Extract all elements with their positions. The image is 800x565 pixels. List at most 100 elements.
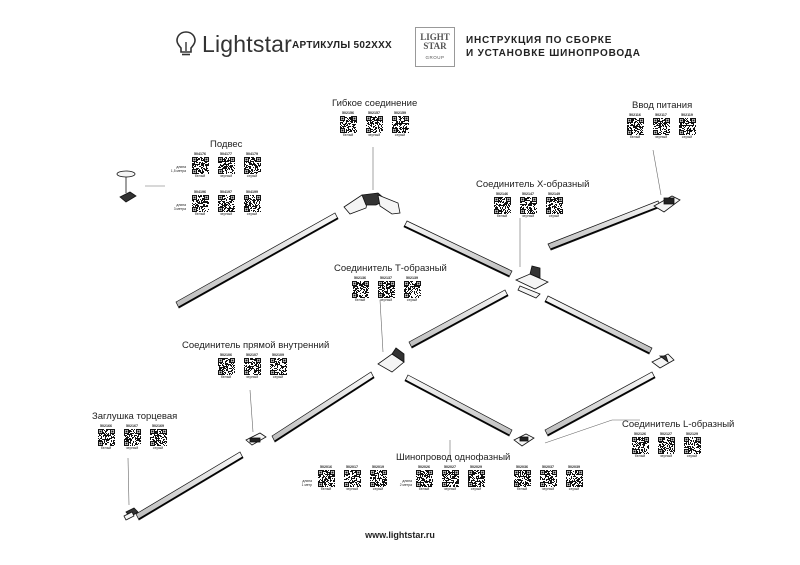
- article-code: 502139: [406, 276, 418, 280]
- color-label: серый: [246, 212, 258, 216]
- article-code: 502037: [542, 465, 554, 469]
- rail-straight-left: [271, 371, 375, 443]
- brand-name: Lightstar: [202, 30, 293, 57]
- color-label: серый: [470, 487, 482, 491]
- qr-code-icon: [217, 195, 235, 212]
- color-label: белый: [194, 212, 206, 216]
- color-label: черный: [219, 212, 233, 216]
- rail-x-upper-left: [403, 220, 513, 278]
- endcap-part: [123, 507, 139, 521]
- qr-code-icon: [217, 358, 235, 375]
- qr-code-icon: [369, 470, 387, 487]
- color-label: черный: [654, 135, 668, 139]
- qr-code-icon: [391, 116, 409, 133]
- qr-item: 502026 белый: [414, 465, 434, 492]
- qr-item: 502106 белый: [216, 353, 236, 380]
- qr-code-icon: [351, 281, 369, 298]
- group-straight: Соединитель прямой внутренний: [182, 340, 329, 351]
- group-flex-title: Гибкое соединение: [332, 98, 418, 109]
- suspension-length-note-2: длина 3 метра: [164, 203, 186, 211]
- qr-code-icon: [631, 437, 649, 454]
- article-code: 502106: [220, 353, 232, 357]
- color-label: белый: [100, 446, 112, 450]
- note-line: 2 метра: [399, 483, 412, 487]
- group-t-title: Соединитель Т-образный: [334, 263, 447, 274]
- group-l: Соединитель L-образный: [622, 419, 734, 430]
- rail-x-lower-right: [544, 295, 653, 355]
- color-label: черный: [245, 375, 259, 379]
- track-rails: [135, 200, 662, 521]
- color-label: черный: [219, 174, 233, 178]
- qr-code-icon: [441, 470, 459, 487]
- qr-code-icon: [269, 358, 287, 375]
- article-code: 502157: [368, 111, 380, 115]
- group-suspension: Подвес: [210, 139, 242, 150]
- group-track-title: Шинопровод однофазный: [396, 452, 511, 463]
- bulb-icon: [176, 31, 196, 56]
- group-power: Ввод питания: [632, 100, 692, 111]
- color-label: серый: [272, 375, 284, 379]
- article-code: 502159: [394, 111, 406, 115]
- qr-code-icon: [565, 470, 583, 487]
- ceiling-suspension-part: [116, 170, 137, 203]
- qr-code-icon: [191, 157, 209, 174]
- seal-line-1: LIGHT: [420, 31, 450, 42]
- color-label: серый: [152, 446, 164, 450]
- qr-code-icon: [683, 437, 701, 454]
- color-label: белый: [342, 133, 354, 137]
- group-suspension-title: Подвес: [210, 139, 243, 150]
- qr-code-icon: [343, 470, 361, 487]
- article-code: 502026: [418, 465, 430, 469]
- note-line: длина: [402, 479, 412, 483]
- note-line: длина: [302, 479, 312, 483]
- website-link[interactable]: www.lightstar.ru: [365, 530, 435, 540]
- article-code: 502166: [100, 424, 112, 428]
- straight-connector-part: [245, 432, 267, 446]
- group-endcap-title: Заглушка торцевая: [92, 411, 178, 422]
- article-code: 502116: [629, 113, 641, 117]
- qr-code-icon: [657, 437, 675, 454]
- color-label: белый: [496, 214, 508, 218]
- instruction-line-1: ИНСТРУКЦИЯ ПО СБОРКЕ: [466, 35, 613, 46]
- seal-line-2: STAR: [423, 40, 447, 51]
- qr-code-icon: [519, 197, 537, 214]
- seal-line-3: GROUP: [425, 54, 445, 60]
- article-code: 504177: [220, 152, 232, 156]
- small-connector-part: [513, 433, 535, 447]
- rail-left-long: [175, 212, 339, 309]
- group-power-title: Ввод питания: [632, 100, 693, 111]
- article-code: 502156: [342, 111, 354, 115]
- color-label: белый: [220, 375, 232, 379]
- qr-code-icon: [415, 470, 433, 487]
- qr-code-icon: [339, 116, 357, 133]
- power-feed-part: [653, 195, 681, 213]
- qr-code-icon: [493, 197, 511, 214]
- color-label: белый: [418, 487, 430, 491]
- article-code: 502146: [496, 192, 508, 196]
- qr-code-icon: [243, 157, 261, 174]
- note-line: длина: [176, 203, 186, 207]
- qr-code-icon: [513, 470, 531, 487]
- qr-item: 502166 белый: [96, 424, 116, 451]
- group-x-title: Соединитель X-образный: [476, 179, 590, 190]
- color-label: белый: [516, 487, 528, 491]
- qr-code-icon: [539, 470, 557, 487]
